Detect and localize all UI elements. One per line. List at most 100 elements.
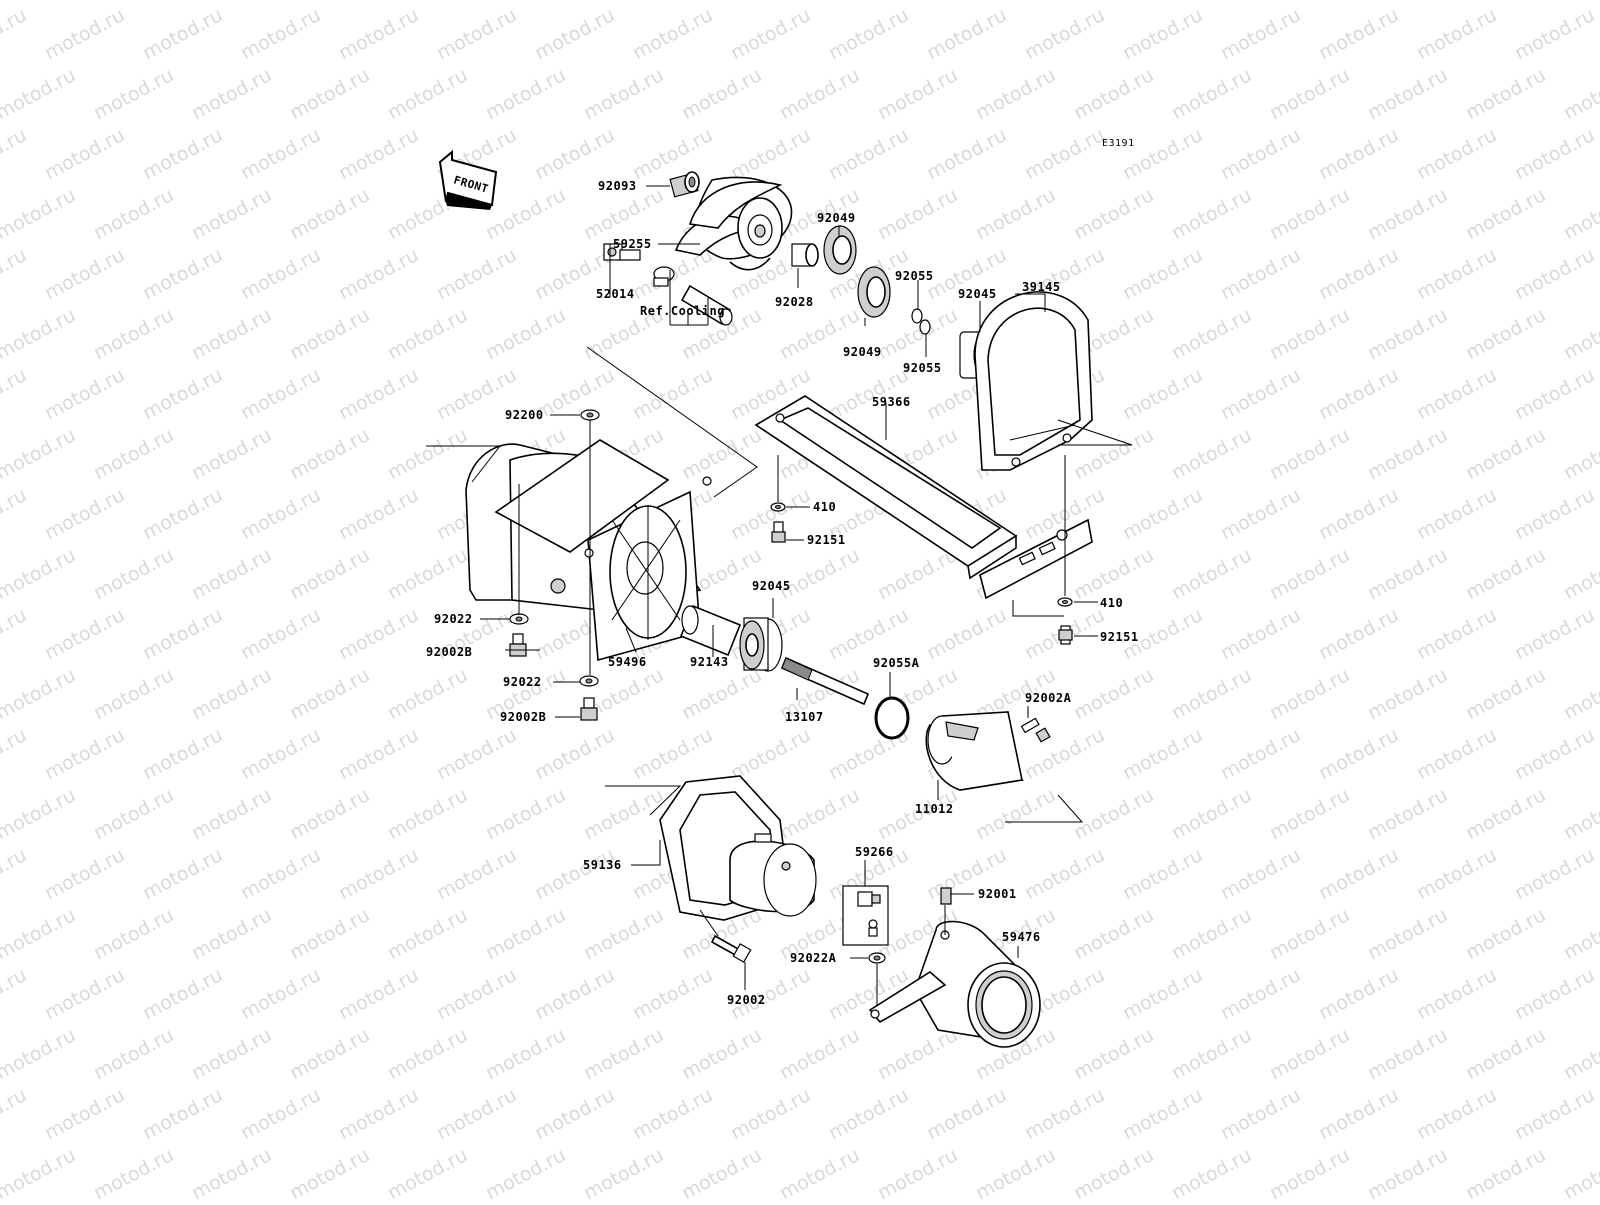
watermark-text: motod.ru <box>384 1144 471 1200</box>
oil-seal-lower-part <box>857 266 891 318</box>
label-410-b: 410 <box>1100 596 1123 610</box>
bolt-part <box>509 633 527 657</box>
watermark-text: motod.ru <box>482 64 569 124</box>
watermark-text: motod.ru <box>776 1024 863 1084</box>
watermark-text: motod.ru <box>286 424 373 484</box>
watermark-text: motod.ru <box>1413 604 1500 664</box>
watermark-text: motod.ru <box>678 0 765 4</box>
watermark-text: motod.ru <box>1266 64 1353 124</box>
watermark-text: motod.ru <box>1511 484 1598 544</box>
watermark-text: motod.ru <box>1511 724 1598 784</box>
watermark-text: motod.ru <box>0 184 79 244</box>
watermark-text: motod.ru <box>1168 664 1255 724</box>
watermark-text: motod.ru <box>41 124 128 184</box>
watermark-text: motod.ru <box>972 64 1059 124</box>
label-92002A: 92002A <box>1025 691 1072 705</box>
watermark-text: motod.ru <box>1266 784 1353 844</box>
watermark-text: motod.ru <box>90 304 177 364</box>
label-410-a: 410 <box>813 500 836 514</box>
part-labels: 92093 59255 92049 92028 92049 92055 9205… <box>426 179 1139 1007</box>
impeller-part <box>674 176 793 271</box>
watermark-text: motod.ru <box>1462 424 1549 484</box>
watermark-text: motod.ru <box>286 64 373 124</box>
watermark-text: motod.ru <box>972 0 1059 4</box>
label-13107: 13107 <box>785 710 824 724</box>
watermark-text: motod.ru <box>1413 1084 1500 1144</box>
watermark-text: motod.ru <box>972 184 1059 244</box>
watermark-text: motod.ru <box>874 0 961 4</box>
watermark-text: motod.ru <box>1168 184 1255 244</box>
watermark-text: motod.ru <box>0 604 30 664</box>
label-92055-a: 92055 <box>895 269 934 283</box>
label-59136: 59136 <box>583 858 622 872</box>
label-92022-a: 92022 <box>434 612 473 626</box>
watermark-text: motod.ru <box>1070 1024 1157 1084</box>
watermark-text: motod.ru <box>335 1084 422 1144</box>
watermark-text: motod.ru <box>1462 184 1549 244</box>
watermark-text: motod.ru <box>1462 64 1549 124</box>
watermark-text: motod.ru <box>580 1144 667 1200</box>
label-52014: 52014 <box>596 287 635 301</box>
watermark-text: motod.ru <box>482 184 569 244</box>
watermark-text: motod.ru <box>1266 304 1353 364</box>
watermark-text: motod.ru <box>776 0 863 4</box>
watermark-text: motod.ru <box>1119 4 1206 64</box>
watermark-text: motod.ru <box>1168 64 1255 124</box>
watermark-text: motod.ru <box>237 844 324 904</box>
watermark-text: motod.ru <box>188 904 275 964</box>
watermark-text: motod.ru <box>286 0 373 4</box>
watermark-text: motod.ru <box>825 4 912 64</box>
label-92151-b: 92151 <box>1100 630 1139 644</box>
watermark-text: motod.ru <box>1364 184 1451 244</box>
watermark-text: motod.ru <box>1511 844 1598 904</box>
watermark-text: motod.ru <box>433 844 520 904</box>
watermark-text: motod.ru <box>1462 664 1549 724</box>
watermark-text: motod.ru <box>286 1144 373 1200</box>
watermark-text: motod.ru <box>1217 724 1304 784</box>
watermark-text: motod.ru <box>1168 1024 1255 1084</box>
watermark-text: motod.ru <box>1266 664 1353 724</box>
label-59476: 59476 <box>1002 930 1041 944</box>
watermark-text: motod.ru <box>1560 784 1600 844</box>
bolt-part <box>580 697 598 721</box>
watermark-text: motod.ru <box>580 904 667 964</box>
watermark-text: motod.ru <box>1462 1144 1549 1200</box>
watermark-text: motod.ru <box>237 964 324 1024</box>
label-92022A: 92022A <box>790 951 837 965</box>
watermark-text: motod.ru <box>1021 1084 1108 1144</box>
label-92002B-a: 92002B <box>426 645 472 659</box>
watermark-text: motod.ru <box>1364 0 1451 4</box>
watermark-text: motod.ru <box>1413 244 1500 304</box>
watermark-text: motod.ru <box>1462 1024 1549 1084</box>
label-59496: 59496 <box>608 655 647 669</box>
watermark-text: motod.ru <box>1266 1024 1353 1084</box>
watermark-text: motod.ru <box>1266 184 1353 244</box>
label-92055A: 92055A <box>873 656 920 670</box>
watermark-text: motod.ru <box>237 604 324 664</box>
watermark-text: motod.ru <box>384 424 471 484</box>
watermark-text: motod.ru <box>335 724 422 784</box>
watermark-text: motod.ru <box>1217 604 1304 664</box>
label-92045-b: 92045 <box>752 579 791 593</box>
washer-part <box>579 675 599 687</box>
watermark-text: motod.ru <box>41 4 128 64</box>
label-92093: 92093 <box>598 179 637 193</box>
collar-part <box>791 243 819 267</box>
watermark-text: motod.ru <box>1560 904 1600 964</box>
ref-cooling-label: Ref.Cooling <box>640 304 725 318</box>
watermark-text: motod.ru <box>1119 244 1206 304</box>
watermark-text: motod.ru <box>727 484 814 544</box>
watermark-text: motod.ru <box>188 64 275 124</box>
pump-cover-part <box>974 291 1093 471</box>
watermark-text: motod.ru <box>1217 244 1304 304</box>
watermark-text: motod.ru <box>335 604 422 664</box>
watermark-text: motod.ru <box>1168 304 1255 364</box>
watermark-text: motod.ru <box>776 64 863 124</box>
watermark-text: motod.ru <box>0 364 30 424</box>
watermark-text: motod.ru <box>1511 1084 1598 1144</box>
watermark-text: motod.ru <box>629 1084 716 1144</box>
watermark-text: motod.ru <box>335 4 422 64</box>
watermark-text: motod.ru <box>1511 604 1598 664</box>
watermark-text: motod.ru <box>0 724 30 784</box>
